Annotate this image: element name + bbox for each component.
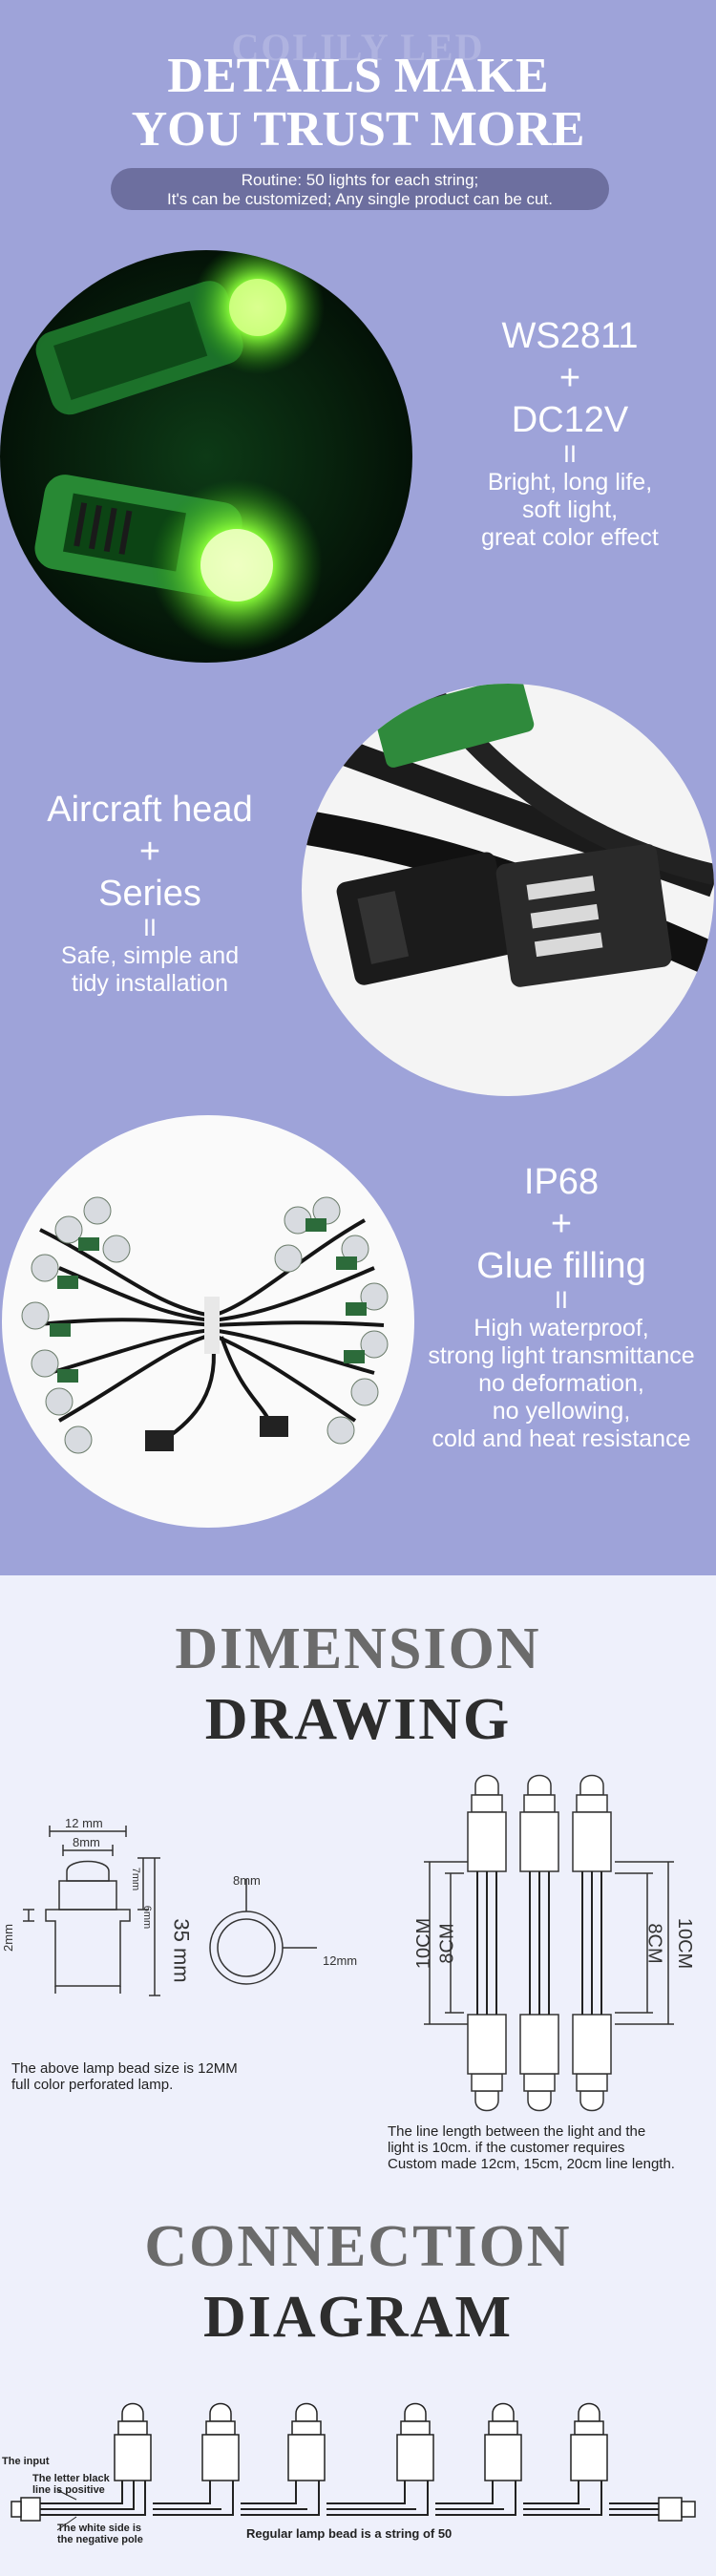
feature3-line2: Glue filling xyxy=(476,1246,646,1286)
hero-title-line1: DETAILS MAKE xyxy=(167,49,549,103)
black-line-label-line1: The letter black xyxy=(32,2473,110,2484)
feature2-plus: + xyxy=(138,832,161,872)
label-8mm-top-view: 8mm xyxy=(233,1873,261,1888)
brand-watermark: COLILY LED xyxy=(231,26,485,69)
label-10cm-right: 10CM xyxy=(674,1917,696,1970)
string-caption: Regular lamp bead is a string of 50 xyxy=(246,2526,453,2541)
feature1-line2: DC12V xyxy=(511,400,629,440)
feature2-desc1: Safe, simple and xyxy=(60,942,240,969)
white-side-label-line2: the negative pole xyxy=(57,2534,143,2545)
connection-title: CONNECTION DIAGRAM xyxy=(0,2211,716,2353)
hero-title: DETAILS MAKE YOU TRUST MORE xyxy=(0,50,716,157)
feature1-desc2: soft light, xyxy=(521,496,619,523)
feature1-line1: WS2811 xyxy=(501,316,639,356)
label-2mm: 2mm xyxy=(0,1924,15,1952)
hero-title-line2: YOU TRUST MORE xyxy=(131,102,585,157)
dimension-title: DIMENSION DRAWING xyxy=(0,1614,716,1755)
feature1-plus: + xyxy=(558,358,581,398)
feature-ws2811: WS2811 + DC12V II Bright, long life, sof… xyxy=(432,315,708,552)
connection-title-line2: DIAGRAM xyxy=(203,2285,513,2350)
hero-note-line1: Routine: 50 lights for each string; xyxy=(241,171,479,189)
label-8cm-right: 8CM xyxy=(643,1923,665,1964)
photo-connector xyxy=(302,684,714,1096)
hero-note-line2: It's can be customized; Any single produ… xyxy=(167,190,553,208)
dimension-title-line2: DRAWING xyxy=(204,1687,512,1752)
feature3-plus: + xyxy=(550,1204,573,1244)
features-section: COLILY LED DETAILS MAKE YOU TRUST MORE R… xyxy=(0,0,716,1575)
feature-aircraft-head: Aircraft head + Series II Safe, simple a… xyxy=(11,789,288,998)
feature3-desc3: no deformation, xyxy=(478,1370,644,1397)
feature1-equals: II xyxy=(563,441,577,468)
feature1-desc3: great color effect xyxy=(481,524,659,551)
label-8cm-left: 8CM xyxy=(436,1923,458,1964)
hero-note-pill: Routine: 50 lights for each string; It's… xyxy=(111,168,609,210)
black-line-label-line2: line is positive xyxy=(32,2484,105,2496)
feature1-desc1: Bright, long life, xyxy=(487,469,653,496)
lamp-size-note-line2: full color perforated lamp. xyxy=(11,2077,174,2093)
label-7mm: 7mm xyxy=(130,1867,142,1891)
white-side-label: The white side is the negative pole xyxy=(57,2523,143,2545)
line-length-note-line3: Custom made 12cm, 15cm, 20cm line length… xyxy=(388,2156,675,2172)
label-6mm: 6mm xyxy=(141,1905,154,1930)
dimension-title-line1: DIMENSION xyxy=(175,1616,541,1681)
input-label: The input xyxy=(2,2456,50,2467)
feature2-equals: II xyxy=(143,915,157,941)
feature3-desc2: strong light transmittance xyxy=(428,1342,695,1369)
photo-led-string xyxy=(2,1115,414,1528)
black-line-label: The letter black line is positive xyxy=(32,2473,110,2496)
feature2-desc2: tidy installation xyxy=(72,970,228,997)
white-side-label-line1: The white side is xyxy=(57,2523,142,2534)
lamp-size-note-line1: The above lamp bead size is 12MM xyxy=(11,2060,238,2077)
label-12mm-side: 12mm xyxy=(323,1953,358,1968)
feature3-desc1: High waterproof, xyxy=(474,1315,649,1341)
feature2-line1: Aircraft head xyxy=(47,790,253,830)
connection-title-line1: CONNECTION xyxy=(144,2214,572,2279)
feature2-line2: Series xyxy=(98,874,201,914)
label-8mm-inner: 8mm xyxy=(73,1835,100,1849)
connection-diagram xyxy=(11,2402,696,2531)
line-length-note-line1: The line length between the light and th… xyxy=(388,2123,646,2140)
label-12mm-top: 12 mm xyxy=(65,1816,103,1830)
feature3-equals: II xyxy=(555,1287,568,1314)
line-length-note-line2: light is 10cm. if the customer requires xyxy=(388,2140,625,2156)
feature3-line1: IP68 xyxy=(523,1162,600,1202)
string-dimension-drawing xyxy=(424,1774,674,2112)
feature3-desc5: cold and heat resistance xyxy=(432,1425,691,1452)
lamp-size-note: The above lamp bead size is 12MM full co… xyxy=(11,2060,298,2093)
photo-glowing-led xyxy=(0,250,412,663)
feature3-desc4: no yellowing, xyxy=(492,1398,631,1425)
feature-ip68: IP68 + Glue filling II High waterproof, … xyxy=(407,1161,716,1453)
line-length-note: The line length between the light and th… xyxy=(388,2123,712,2172)
label-35mm: 35 mm xyxy=(169,1918,194,1983)
lamp-bead-drawing xyxy=(23,1826,317,1996)
label-10cm-left: 10CM xyxy=(413,1917,435,1970)
